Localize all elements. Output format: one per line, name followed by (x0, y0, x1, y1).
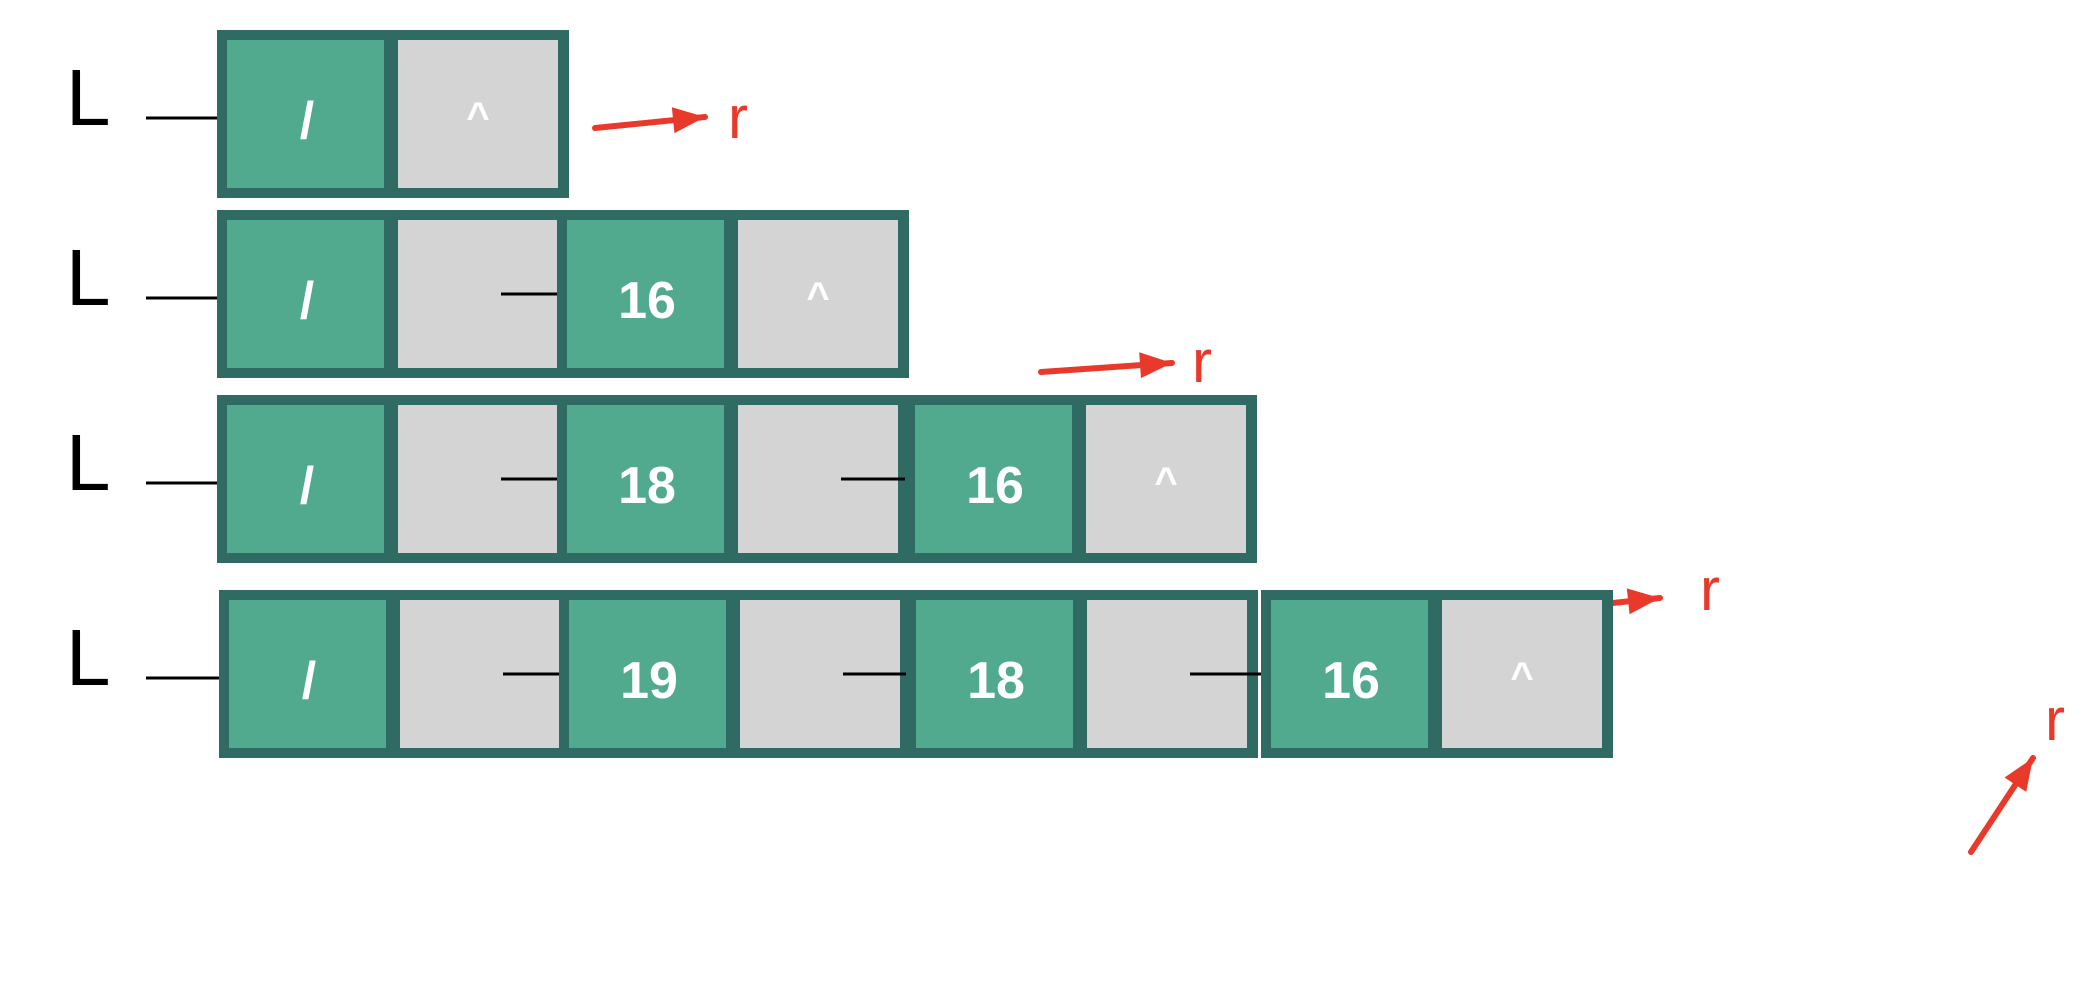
data-field (916, 600, 1073, 748)
rear-label: r (728, 84, 748, 151)
data-field (1271, 600, 1428, 748)
list-node: 16 ^ (557, 210, 909, 378)
rear-label: r (1700, 556, 1720, 623)
node-value: 16 (966, 457, 1024, 515)
data-field (567, 220, 724, 368)
rear-label: r (1192, 328, 1212, 395)
head-node: /^ (217, 30, 569, 198)
node-value: 16 (618, 272, 676, 330)
data-field (227, 220, 384, 368)
null-pointer-symbol: ^ (806, 275, 829, 319)
null-pointer-symbol: ^ (1154, 460, 1177, 504)
node-value: / (302, 652, 316, 710)
null-pointer-symbol: ^ (1510, 655, 1533, 699)
data-field (567, 405, 724, 553)
list-row: L / 16 ^ r (66, 210, 1212, 395)
rear-pointer-arrowhead (1139, 352, 1172, 379)
next-field (398, 40, 558, 188)
null-pointer-symbol: ^ (466, 95, 489, 139)
data-field (227, 40, 384, 188)
node-value: / (300, 272, 314, 330)
rear-label: r (2045, 686, 2065, 753)
rear-pointer-arrowhead (671, 107, 705, 134)
list-node: 16 ^ (1261, 590, 1613, 758)
head-label: L (66, 53, 111, 142)
node-value: / (300, 92, 314, 150)
rear-pointer-arrowhead (2004, 758, 2033, 792)
head-node: / (219, 590, 623, 758)
head-node: / (217, 395, 621, 563)
next-field (1086, 405, 1246, 553)
head-node: / (217, 210, 621, 378)
list-node: 18 (906, 590, 1325, 758)
data-field (227, 405, 384, 553)
node-value: / (300, 457, 314, 515)
node-value: 18 (618, 457, 676, 515)
node-value: 19 (620, 652, 678, 710)
next-field (1442, 600, 1602, 748)
list-row: L/^r (66, 30, 748, 198)
next-field (738, 220, 898, 368)
rear-pointer-arrowhead (1626, 588, 1660, 615)
node-value: 16 (1322, 652, 1380, 710)
head-label: L (66, 613, 111, 702)
head-label: L (66, 418, 111, 507)
list-node: 19 (559, 590, 970, 758)
data-field (915, 405, 1072, 553)
list-row: L / 18 16 ^ r (66, 395, 1720, 623)
head-label: L (66, 233, 111, 322)
node-value: 18 (967, 652, 1025, 710)
list-node: 16 ^ (905, 395, 1257, 563)
data-field (569, 600, 726, 748)
data-field (229, 600, 386, 748)
list-row: L / 19 18 16 ^ r (66, 590, 2065, 855)
